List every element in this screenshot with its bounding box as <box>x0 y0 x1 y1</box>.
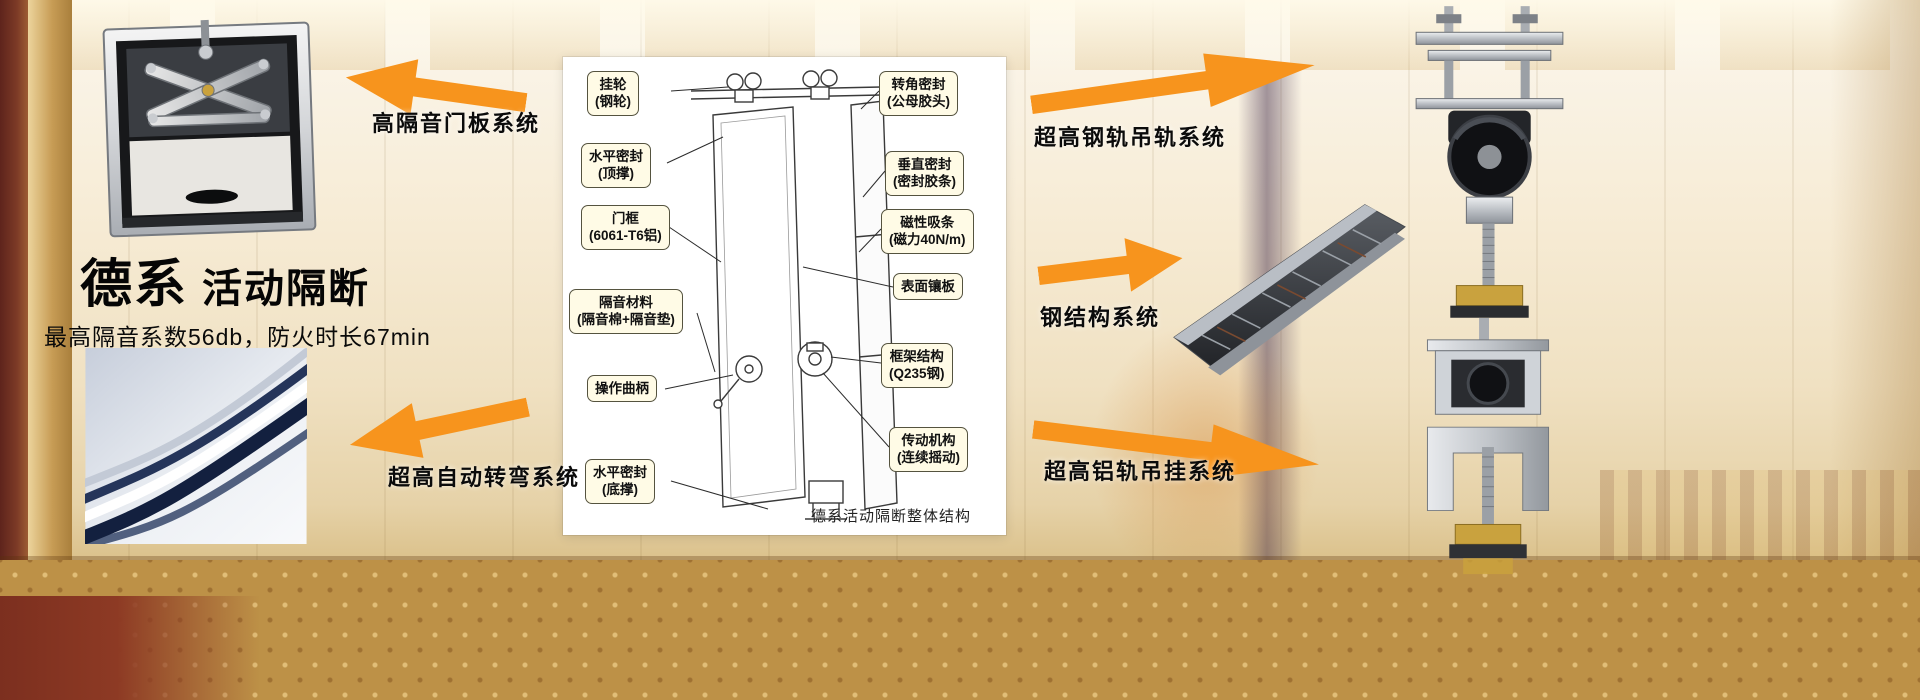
product-subtitle: 最高隔音系数56db，防火时长67min <box>44 324 431 350</box>
label-door-panel-system: 高隔音门板系统 <box>372 111 541 136</box>
callout-corner-seal: 转角密封 (公母胶头) <box>879 71 958 116</box>
product-name: 活动隔断 <box>202 267 371 311</box>
diagram-caption: 德系活动隔断整体结构 <box>811 508 972 525</box>
aluminum-rail-hanger-photo <box>1392 318 1584 586</box>
steel-structure-track-photo <box>1172 186 1408 378</box>
patterned-carpet <box>0 560 1920 700</box>
steel-rail-hanger-photo <box>1392 6 1588 338</box>
red-carpet-corner <box>0 596 260 700</box>
label-aluminum-rail-system: 超高铝轨吊挂系统 <box>1044 459 1237 484</box>
callout-horizontal-seal-bottom: 水平密封 (底撑) <box>585 459 655 504</box>
callout-door-frame: 门框 (6061-T6铝) <box>581 205 670 250</box>
callout-surface-panel: 表面镶板 <box>893 273 963 301</box>
callout-vertical-seal: 垂直密封 (密封胶条) <box>885 151 964 196</box>
callout-magnetic-strip: 磁性吸条 (磁力40N/m) <box>881 209 974 254</box>
partition-structure-drawing <box>664 69 898 520</box>
floor-edge <box>0 556 1920 562</box>
callout-horizontal-seal-top: 水平密封 (顶撑) <box>581 143 651 188</box>
label-steel-rail-system: 超高钢轨吊轨系统 <box>1034 125 1227 150</box>
label-auto-turn-system: 超高自动转弯系统 <box>388 465 581 490</box>
brand-name: 德系 <box>80 256 189 314</box>
label-steel-structure-system: 钢结构系统 <box>1040 305 1161 330</box>
structure-diagram-panel: 挂轮 (钢轮) 水平密封 (顶撑) 门框 (6061-T6铝) 隔音材料 (隔音… <box>563 57 1006 535</box>
door-panel-mechanism-photo <box>90 18 328 244</box>
product-title: 德系 活动隔断 <box>80 242 370 317</box>
callout-transmission-mechanism: 传动机构 (连续摇动) <box>889 427 968 472</box>
callout-frame-structure: 框架结构 (Q235钢) <box>881 343 953 388</box>
callout-hanging-wheel: 挂轮 (钢轮) <box>587 71 639 116</box>
callout-sound-insulation-material: 隔音材料 (隔音棉+隔音垫) <box>569 289 683 334</box>
callout-operating-crank: 操作曲柄 <box>587 375 657 403</box>
curved-track-photo <box>85 348 307 544</box>
